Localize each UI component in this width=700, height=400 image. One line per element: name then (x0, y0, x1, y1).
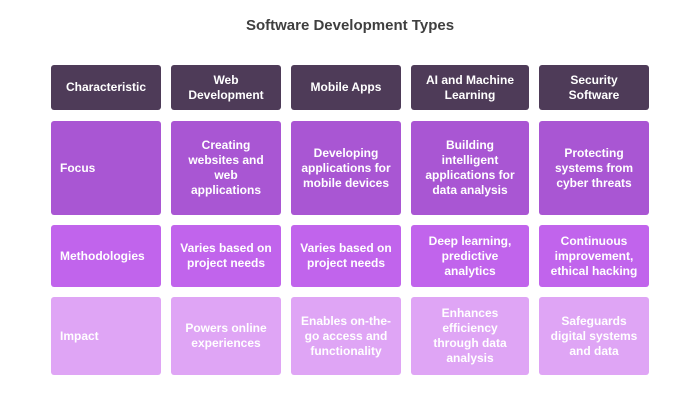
row-label-impact: Impact (51, 297, 161, 375)
focus-web-development: Creating websites and web applications (171, 121, 281, 215)
impact-mobile-apps: Enables on-the-go access and functionali… (291, 297, 401, 375)
header-web-development: Web Development (171, 65, 281, 110)
methodologies-security-software: Continuous improvement, ethical hacking (539, 225, 649, 287)
row-label-methodologies: Methodologies (51, 225, 161, 287)
row-label-focus: Focus (51, 121, 161, 215)
methodologies-ai-machine-learning: Deep learning, predictive analytics (411, 225, 529, 287)
focus-ai-machine-learning: Building intelligent applications for da… (411, 121, 529, 215)
diagram-title: Software Development Types (245, 17, 455, 34)
impact-web-development: Powers online experiences (171, 297, 281, 375)
methodologies-mobile-apps: Varies based on project needs (291, 225, 401, 287)
impact-ai-machine-learning: Enhances efficiency through data analysi… (411, 297, 529, 375)
header-characteristic: Characteristic (51, 65, 161, 110)
focus-security-software: Protecting systems from cyber threats (539, 121, 649, 215)
methodologies-web-development: Varies based on project needs (171, 225, 281, 287)
header-ai-machine-learning: AI and Machine Learning (411, 65, 529, 110)
focus-mobile-apps: Developing applications for mobile devic… (291, 121, 401, 215)
impact-security-software: Safeguards digital systems and data (539, 297, 649, 375)
header-security-software: Security Software (539, 65, 649, 110)
header-mobile-apps: Mobile Apps (291, 65, 401, 110)
